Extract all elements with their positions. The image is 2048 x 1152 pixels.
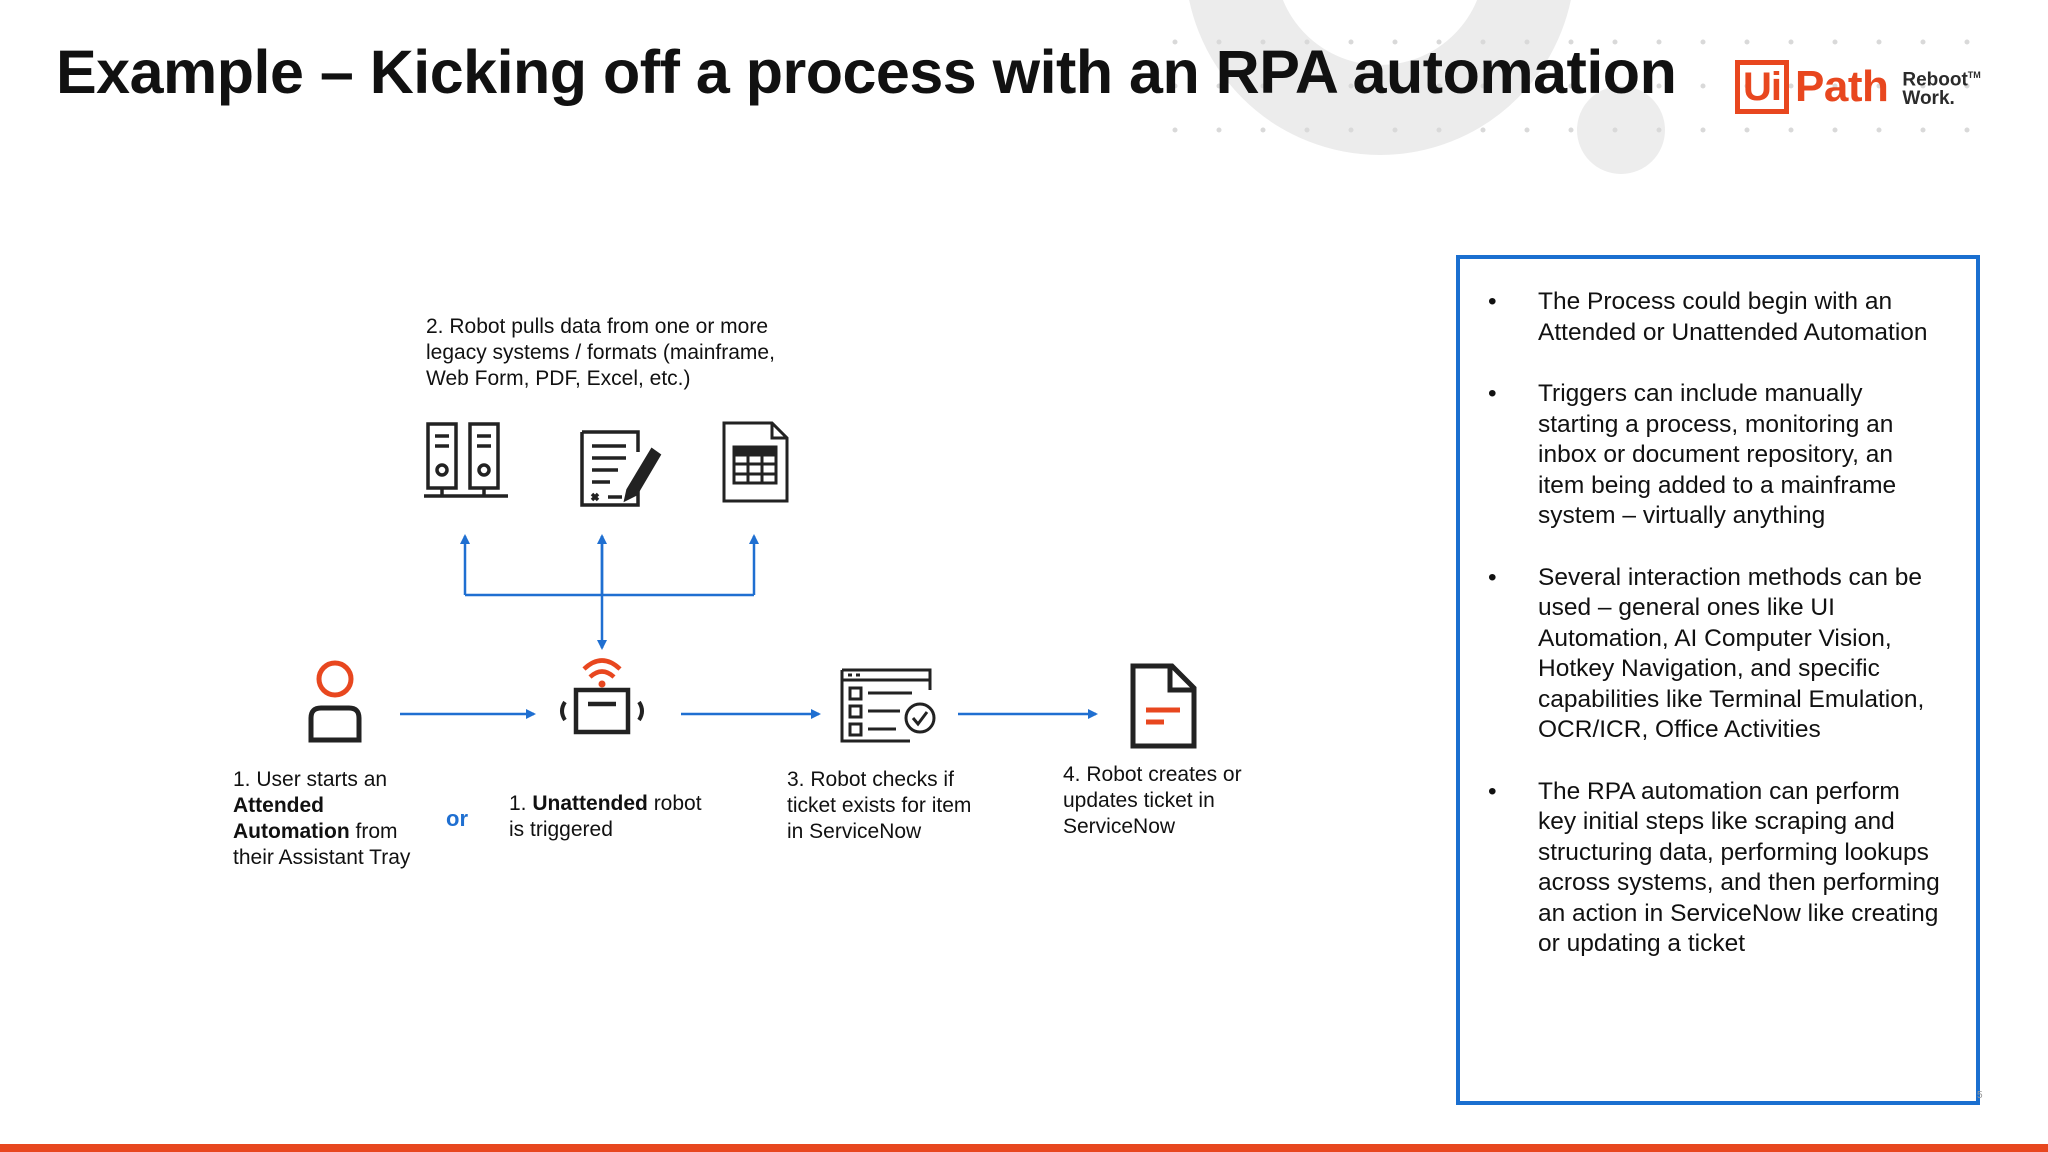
logo-tagline: RebootTM Work. [1902,66,1980,107]
decorative-dot [1788,127,1794,133]
step2-label: 2. Robot pulls data from one or more leg… [426,315,775,390]
notes-list: •The Process could begin with an Attende… [1460,259,1976,960]
decorative-dot [1568,39,1574,45]
decorative-dot [1876,127,1882,133]
decorative-dot [1788,39,1794,45]
decorative-dot [1392,39,1398,45]
note-item: •Triggers can include manually starting … [1488,380,1897,529]
decorative-dot [1920,39,1926,45]
logo-trademark: TM [1967,70,1981,81]
decorative-dot [1348,127,1354,133]
robot-icon [560,658,644,735]
logo-wordmark: Path [1795,62,1889,111]
decorative-dot [1260,83,1266,89]
decorative-dot [1260,127,1266,133]
decorative-dot [1568,83,1574,89]
decorative-dot [1832,83,1838,89]
bullet-icon: • [1488,563,1497,591]
bullet-icon: • [1488,288,1497,315]
step4-label: 4. Robot creates or updates ticket in Se… [1063,763,1242,838]
page-number: 5 [1977,1090,1983,1101]
decorative-dot [1260,39,1266,45]
decorative-dot [1700,39,1706,45]
decorative-dot [1304,83,1310,89]
decorative-dot [1436,127,1442,133]
bullet-icon: • [1488,777,1497,805]
step3-label: 3. Robot checks if ticket exists for ite… [787,768,972,843]
uipath-logo: Ui Path RebootTM Work. [1735,57,1981,117]
logo-tagline-line1: Reboot [1902,69,1968,91]
decorative-dot [1700,127,1706,133]
decorative-dot [1216,39,1222,45]
spreadsheet-icon [722,421,789,503]
checklist-window-icon [840,668,936,743]
ticket-document-icon [1130,663,1197,749]
decorative-dot [1172,127,1178,133]
decorative-dot [1524,39,1530,45]
decorative-dot [1172,39,1178,45]
logo-tagline-line2: Work. [1902,87,1955,109]
decorative-dot [1656,39,1662,45]
decorative-dot [1568,127,1574,133]
decorative-dot [1876,39,1882,45]
decorative-dot [1744,83,1750,89]
decorative-dot [1304,39,1310,45]
decorative-dot [1392,83,1398,89]
decorative-dot [1920,83,1926,89]
decorative-dot [1172,83,1178,89]
user-icon [308,660,362,743]
decorative-dot [1612,83,1618,89]
server-icon [424,422,508,498]
decorative-dot [1216,127,1222,133]
decorative-dot [1832,127,1838,133]
bullet-icon: • [1488,380,1497,407]
note-item: •The RPA automation can perform key init… [1488,777,1940,958]
decorative-dot [1700,83,1706,89]
notes-box: •The Process could begin with an Attende… [1456,255,1980,1105]
decorative-dot [1524,127,1530,133]
or-label: or [446,806,468,831]
decorative-dot [1480,127,1486,133]
decorative-dot [1348,83,1354,89]
decorative-ring [1189,0,1571,155]
data-source-connectors [460,534,759,650]
decorative-dot [1964,39,1970,45]
decorative-dot [1304,127,1310,133]
decorative-circle [1577,86,1665,174]
decorative-dot [1612,39,1618,45]
bottom-accent-bar [0,1144,2048,1152]
decorative-dot [1436,83,1442,89]
decorative-dot [1832,39,1838,45]
decorative-dot [1480,39,1486,45]
decorative-dot [1348,39,1354,45]
logo-mark: Ui [1735,60,1789,114]
form-edit-icon [580,430,662,507]
decorative-dot [1744,39,1750,45]
decorative-dot [1656,127,1662,133]
decorative-dot [1216,83,1222,89]
note-item: •Several interaction methods can be used… [1488,563,1925,744]
decorative-dot [1480,83,1486,89]
decorative-dot [1656,83,1662,89]
slide-title: Example – Kicking off a process with an … [56,38,1677,106]
decorative-dot-grid [1172,39,1970,133]
decorative-dot [1788,83,1794,89]
decorative-dot [1436,39,1442,45]
decorative-dot [1612,127,1618,133]
decorative-dot [1920,127,1926,133]
decorative-dot [1964,127,1970,133]
decorative-dot [1964,83,1970,89]
decorative-dot [1392,127,1398,133]
decorative-dot [1524,83,1530,89]
note-item: •The Process could begin with an Attende… [1488,288,1928,346]
step1-attended-label: 1. User starts an Attended Automation fr… [233,768,411,869]
decorative-dot [1744,127,1750,133]
step1-unattended-label: 1. Unattended robot is triggered [509,792,702,841]
decorative-dot [1876,83,1882,89]
